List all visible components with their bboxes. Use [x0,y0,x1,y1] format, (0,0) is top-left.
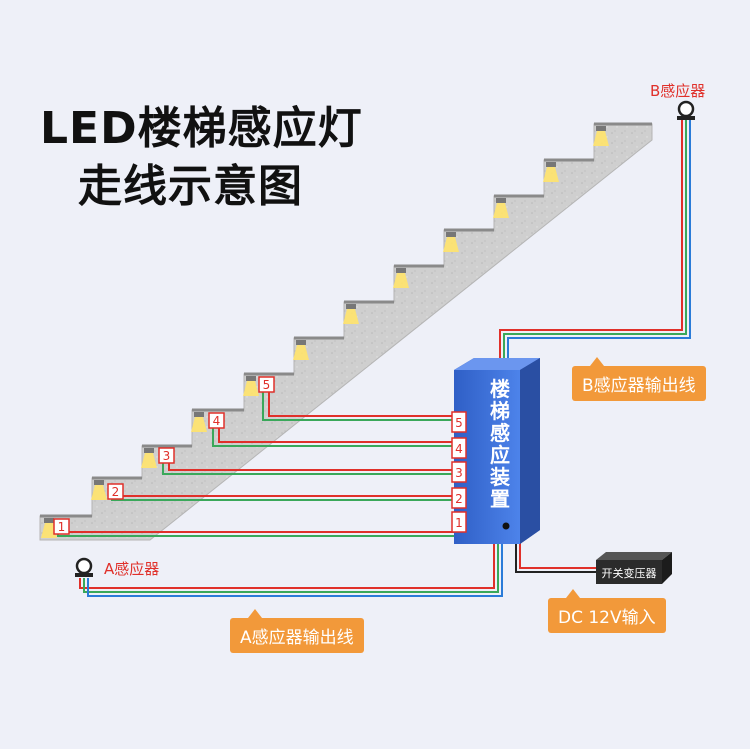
step-number-label: 4 [213,414,221,428]
step-number-label: 5 [263,378,271,392]
step-light-icon [493,198,509,218]
step-lights [41,126,609,538]
step-number-box: 5 [258,376,275,393]
a-sensor-wires [79,540,503,597]
dc-input-callout: DC 12V输入 [548,589,666,633]
step-light-icon [91,480,107,500]
a-output-callout: A感应器输出线 [230,609,364,653]
step-number-label: 2 [112,485,120,499]
step-light-icon [343,304,359,324]
step-light-icon [443,232,459,252]
title-line-1: LED楼梯感应灯 [40,103,363,154]
step-light-icon [141,448,157,468]
b-sensor-label: B感应器 [650,82,706,100]
a-sensor-label: A感应器 [104,560,160,578]
controller-label-char: 感 [490,421,510,445]
controller-label-char: 应 [490,443,510,467]
controller-label-char: 梯 [490,399,510,423]
step-number-box: 2 [107,483,124,500]
step-number-label: 1 [58,520,66,534]
controller-port: 5 [451,411,467,433]
step-light-icon [393,268,409,288]
port-number-label: 3 [455,466,463,480]
step-number-box: 3 [158,447,175,464]
controller-ports: 5 4 3 2 1 [451,411,467,533]
step-number-label: 3 [163,449,171,463]
controller-label-char: 装 [489,465,510,489]
controller-port: 3 [451,461,467,483]
controller-port: 4 [451,437,467,459]
dc-wires [515,540,596,573]
title-line-2: 走线示意图 [78,161,303,212]
port-number-label: 4 [455,442,463,456]
step-number-boxes: 1 2 3 4 5 [53,376,275,535]
a-sensor-icon [75,557,93,577]
step-light-icon [41,518,57,538]
step-light-icon [293,340,309,360]
step-light-icon [191,412,207,432]
transformer: 开关变压器 [596,552,672,584]
step-light-icon [543,162,559,182]
step-light-icon [593,126,609,146]
port-number-label: 2 [455,492,463,506]
step-edges [40,122,652,518]
controller-label-char: 楼 [490,377,510,401]
step-number-box: 4 [208,412,225,429]
indicator-dot [502,522,510,530]
b-sensor-wires [499,118,691,362]
b-output-callout: B感应器输出线 [572,357,706,401]
controller-port: 2 [451,487,467,509]
port-number-label: 5 [455,416,463,430]
controller-port: 1 [451,511,467,533]
transformer-label: 开关变压器 [602,566,657,580]
port-number-label: 1 [455,516,463,530]
controller-label-char: 置 [490,487,510,511]
b-sensor-icon [677,100,695,120]
controller-box [454,358,540,544]
step-light-icon [243,376,259,396]
step-number-box: 1 [53,518,70,535]
